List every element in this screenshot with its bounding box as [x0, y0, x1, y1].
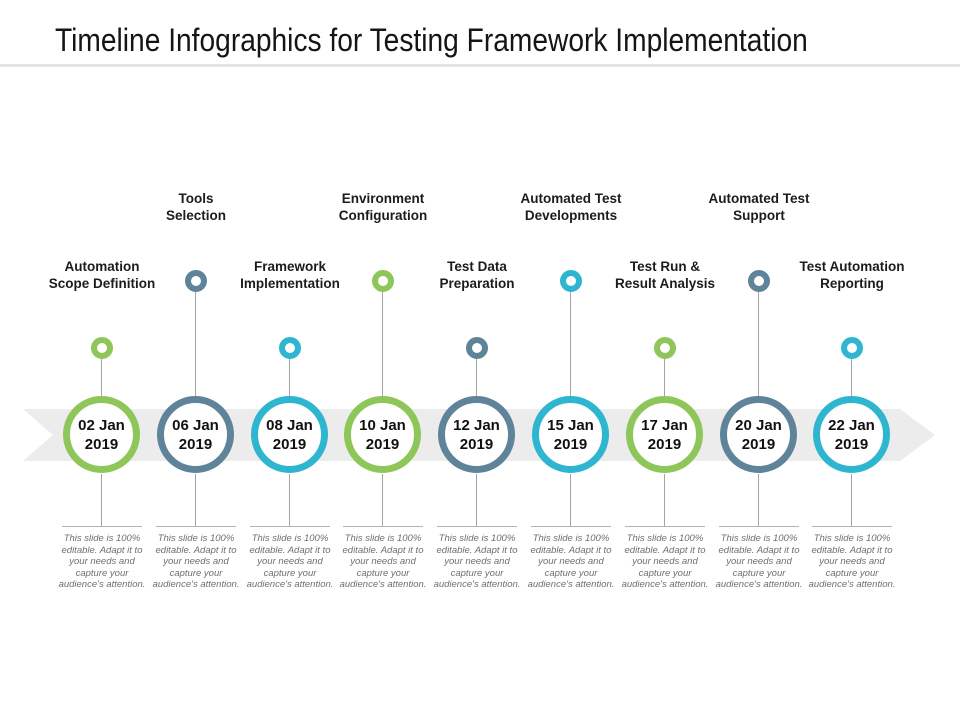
connector-line-bottom — [195, 474, 196, 526]
milestone-date-circle: 06 Jan 2019 — [157, 396, 234, 473]
milestone-date-circle: 10 Jan 2019 — [344, 396, 421, 473]
milestone-marker-ring — [841, 337, 863, 359]
milestone-item: Framework Implementation 08 Jan 2019 Thi… — [235, 185, 345, 625]
milestone-date-circle: 22 Jan 2019 — [813, 396, 890, 473]
milestone-date-circle: 15 Jan 2019 — [532, 396, 609, 473]
milestone-marker-ring — [372, 270, 394, 292]
timeline-band-arrow-icon — [900, 409, 935, 461]
connector-line — [476, 359, 477, 397]
note-divider — [62, 526, 142, 527]
milestone-marker-ring — [654, 337, 676, 359]
note-divider — [719, 526, 799, 527]
milestone-item: Test Automation Reporting 22 Jan 2019 Th… — [797, 185, 907, 625]
milestone-label: Automated Test Support — [708, 191, 810, 223]
connector-line — [664, 359, 665, 397]
connector-line-bottom — [758, 474, 759, 526]
milestone-label: Test Automation Reporting — [799, 259, 905, 291]
connector-line-bottom — [664, 474, 665, 526]
milestone-item: Automation Scope Definition 02 Jan 2019 … — [47, 185, 157, 625]
milestone-item: Tools Selection 06 Jan 2019 This slide i… — [141, 185, 251, 625]
connector-line-bottom — [289, 474, 290, 526]
editable-note: This slide is 100% editable. Adapt it to… — [58, 533, 146, 590]
connector-line — [382, 292, 383, 397]
milestone-marker-ring — [560, 270, 582, 292]
connector-line — [570, 292, 571, 397]
milestone-label: Environment Configuration — [338, 191, 428, 223]
milestone-label: Test Data Preparation — [439, 259, 515, 291]
editable-note: This slide is 100% editable. Adapt it to… — [246, 533, 334, 590]
milestone-date-circle: 20 Jan 2019 — [720, 396, 797, 473]
milestone-item: Test Run & Result Analysis 17 Jan 2019 T… — [610, 185, 720, 625]
milestone-date: 02 Jan 2019 — [78, 416, 125, 453]
milestone-marker-ring — [185, 270, 207, 292]
milestone-date-circle: 08 Jan 2019 — [251, 396, 328, 473]
milestone-date: 20 Jan 2019 — [735, 416, 782, 453]
milestone-marker-ring — [279, 337, 301, 359]
milestone-label: Automation Scope Definition — [48, 259, 156, 291]
editable-note: This slide is 100% editable. Adapt it to… — [152, 533, 240, 590]
milestone-date: 15 Jan 2019 — [547, 416, 594, 453]
editable-note: This slide is 100% editable. Adapt it to… — [715, 533, 803, 590]
milestone-date: 06 Jan 2019 — [172, 416, 219, 453]
milestone-marker-ring — [748, 270, 770, 292]
milestone-label: Tools Selection — [165, 191, 227, 223]
milestone-item: Automated Test Developments 15 Jan 2019 … — [516, 185, 626, 625]
milestone-date: 17 Jan 2019 — [641, 416, 688, 453]
connector-line — [195, 292, 196, 397]
note-divider — [156, 526, 236, 527]
note-divider — [437, 526, 517, 527]
editable-note: This slide is 100% editable. Adapt it to… — [339, 533, 427, 590]
editable-note: This slide is 100% editable. Adapt it to… — [808, 533, 896, 590]
milestone-date-circle: 02 Jan 2019 — [63, 396, 140, 473]
connector-line — [289, 359, 290, 397]
milestone-label: Framework Implementation — [240, 259, 340, 291]
connector-line-bottom — [851, 474, 852, 526]
connector-line — [851, 359, 852, 397]
note-divider — [625, 526, 705, 527]
milestone-item: Environment Configuration 10 Jan 2019 Th… — [328, 185, 438, 625]
page-title: Timeline Infographics for Testing Framew… — [55, 22, 808, 58]
milestone-label: Automated Test Developments — [520, 191, 622, 223]
timeline-band-start-notch — [23, 409, 53, 461]
milestone-item: Test Data Preparation 12 Jan 2019 This s… — [422, 185, 532, 625]
note-divider — [250, 526, 330, 527]
milestone-date-circle: 17 Jan 2019 — [626, 396, 703, 473]
connector-line — [758, 292, 759, 397]
milestone-item: Automated Test Support 20 Jan 2019 This … — [704, 185, 814, 625]
note-divider — [531, 526, 611, 527]
milestone-marker-ring — [466, 337, 488, 359]
milestone-date: 10 Jan 2019 — [359, 416, 406, 453]
note-divider — [343, 526, 423, 527]
connector-line-bottom — [476, 474, 477, 526]
connector-line-bottom — [570, 474, 571, 526]
milestone-marker-ring — [91, 337, 113, 359]
milestone-date-circle: 12 Jan 2019 — [438, 396, 515, 473]
note-divider — [812, 526, 892, 527]
connector-line-bottom — [382, 474, 383, 526]
milestone-date: 08 Jan 2019 — [266, 416, 313, 453]
title-divider — [0, 64, 960, 67]
connector-line-bottom — [101, 474, 102, 526]
editable-note: This slide is 100% editable. Adapt it to… — [621, 533, 709, 590]
editable-note: This slide is 100% editable. Adapt it to… — [433, 533, 521, 590]
connector-line — [101, 359, 102, 397]
milestone-date: 22 Jan 2019 — [828, 416, 875, 453]
editable-note: This slide is 100% editable. Adapt it to… — [527, 533, 615, 590]
milestone-label: Test Run & Result Analysis — [614, 259, 716, 291]
milestone-date: 12 Jan 2019 — [453, 416, 500, 453]
